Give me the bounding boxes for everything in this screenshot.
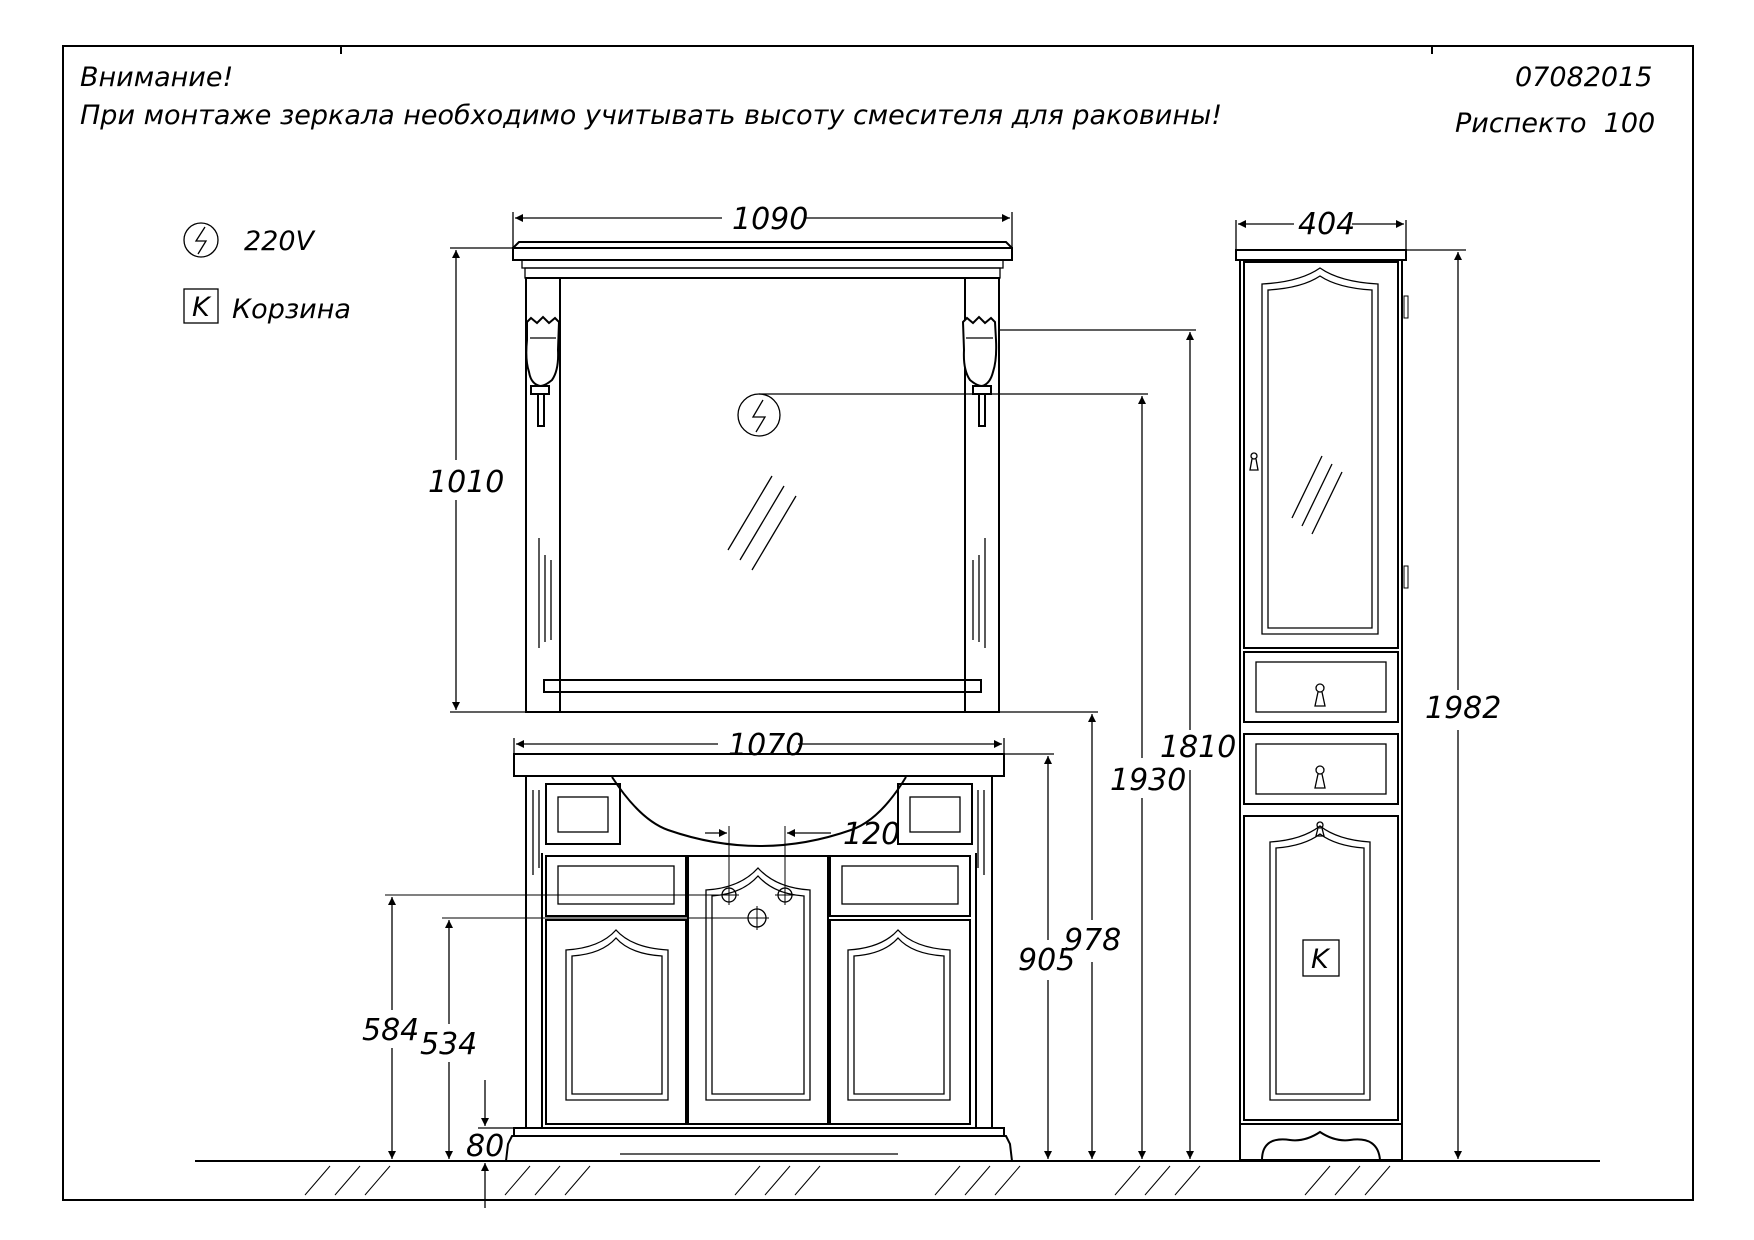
- dim-supply-height-1: 584: [362, 1013, 419, 1048]
- dim-outlet-height: 1930: [1110, 763, 1186, 798]
- warning-text: При монтаже зеркала необходимо учитывать…: [80, 100, 1222, 131]
- legend-basket-label: Корзина: [232, 294, 351, 325]
- dim-mirror-height: 1010: [428, 465, 504, 500]
- electric-outlet-icon: [183, 222, 219, 258]
- product-name: Риспекто 100: [1455, 108, 1655, 139]
- outlet-symbol: [737, 393, 781, 437]
- basket-symbol-box: K: [183, 288, 219, 324]
- basket-mark-box: [1302, 939, 1340, 977]
- mirror-glare: [727, 475, 797, 571]
- dim-cabinet-height: 1982: [1425, 691, 1501, 726]
- right-lamp: [961, 315, 998, 427]
- dim-mirror-width: 1090: [732, 202, 808, 237]
- doc-number: 07082015: [1515, 62, 1652, 93]
- dim-mirror-bottom: 978: [1064, 923, 1121, 958]
- left-pillar-flutes: [538, 538, 552, 648]
- keyhole-lower-door: [1315, 821, 1325, 837]
- dimension-lines: 1090 1010 1070 120 404 1982 18: [362, 202, 1501, 1208]
- tall-cabinet: K: [1235, 249, 1409, 1161]
- basket-mark: K: [1311, 944, 1331, 975]
- dim-cabinet-width: 404: [1298, 207, 1355, 242]
- cabinet-hinges: [1403, 295, 1409, 589]
- mirror-unit: [512, 241, 1013, 713]
- cabinet-mirror-glare: [1291, 455, 1343, 535]
- dim-tap-spacing: 120: [843, 817, 900, 852]
- legend-power-label: 220V: [244, 226, 317, 257]
- vanity-unit: [504, 753, 1014, 1162]
- dim-plinth-height: 80: [466, 1129, 504, 1164]
- legend: 220V K Корзина: [183, 222, 351, 325]
- legend-basket-symbol: K: [192, 292, 212, 323]
- dim-vanity-width: 1070: [728, 728, 804, 763]
- right-pillar-flutes: [972, 538, 986, 648]
- drawer-handle-2: [1314, 765, 1326, 789]
- dim-supply-height-2: 534: [420, 1027, 477, 1062]
- floor-line: [195, 1160, 1600, 1196]
- dim-lamp-height: 1810: [1160, 730, 1236, 765]
- drawer-handle-1: [1314, 683, 1326, 707]
- left-lamp: [525, 315, 561, 427]
- warning-title: Внимание!: [80, 62, 233, 93]
- keyhole-upper-door: [1249, 452, 1259, 471]
- dim-vanity-height: 905: [1018, 943, 1075, 978]
- drawing-frame: [62, 45, 1694, 1201]
